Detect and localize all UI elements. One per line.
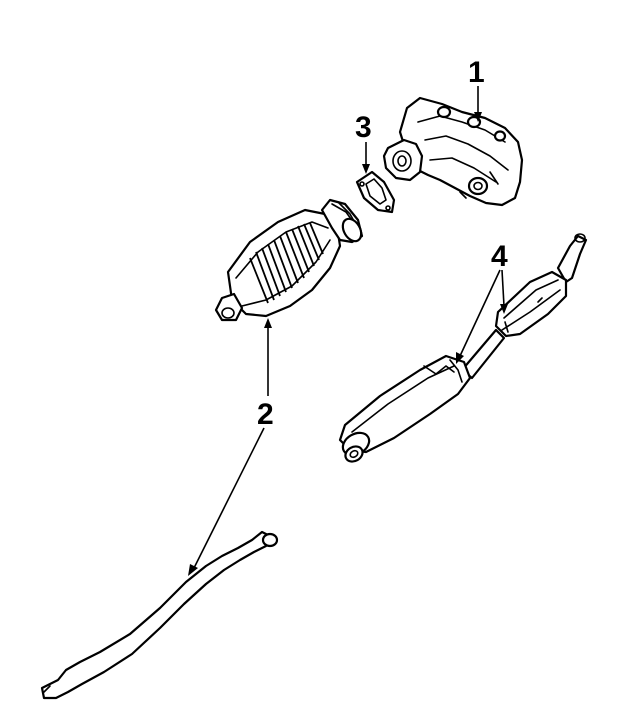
callout-2: 2 bbox=[257, 398, 274, 431]
callout-1: 1 bbox=[468, 56, 485, 89]
leader-lines bbox=[188, 86, 508, 576]
arrowhead-2-upper bbox=[264, 318, 272, 328]
callout-3: 3 bbox=[355, 111, 372, 144]
arrowhead-3 bbox=[362, 164, 370, 174]
callout-4: 4 bbox=[491, 240, 508, 273]
leader-4-muffler bbox=[459, 269, 501, 357]
exhaust-pipe bbox=[40, 530, 279, 700]
leader-4-resonator bbox=[501, 269, 505, 307]
arrowhead-4-muffler bbox=[456, 352, 464, 364]
converter-ribs bbox=[249, 222, 324, 304]
catalytic-converter bbox=[214, 198, 364, 322]
arrowhead-1 bbox=[474, 112, 482, 122]
muffler-resonator bbox=[338, 233, 588, 463]
arrowhead-2-lower bbox=[188, 564, 198, 576]
gasket bbox=[355, 170, 396, 214]
arrowhead-4-resonator bbox=[500, 304, 508, 314]
exhaust-manifold bbox=[382, 96, 524, 207]
leader-2-lower bbox=[193, 427, 265, 569]
